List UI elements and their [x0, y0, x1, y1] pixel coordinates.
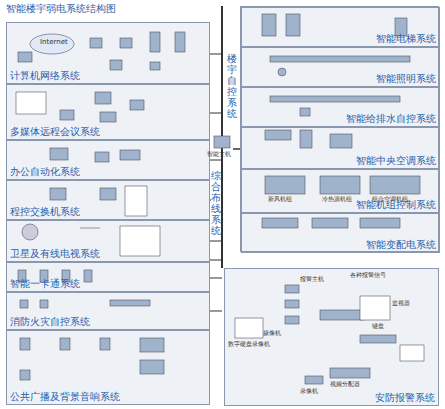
device-label: 摄像机	[263, 330, 281, 337]
system-panel: 计算机网络系统	[6, 22, 210, 84]
system-panel: 多媒体远程会议系统	[6, 84, 210, 140]
system-name: 智能照明系统	[376, 73, 436, 84]
system-name: 程控交换机系统	[10, 206, 80, 217]
system-panel: 卫星及有线电视系统	[6, 220, 210, 262]
system-name: 智能给排水自控系统	[346, 113, 436, 124]
device-label: 监视器	[392, 300, 410, 307]
system-name: 智能中央空调系统	[356, 155, 436, 166]
system-panel: 楼宇自控系统智能电梯系统智能照明系统智能给排水自控系统智能中央空调系统智能机组控…	[240, 6, 439, 252]
device-label: 综合布线系统	[211, 170, 221, 236]
host-device: 智能主机	[211, 134, 233, 164]
system-panel: 公共广播及背景音响系统	[6, 330, 210, 405]
device-label: 报警主机	[300, 276, 324, 283]
device-label: Internet	[40, 39, 68, 47]
system-name: 安防报警系统	[375, 392, 435, 403]
system-name: 楼宇自控系统	[227, 53, 237, 119]
system-name: 智能电梯系统	[376, 33, 436, 44]
device-label: 各种报警信号	[350, 272, 386, 279]
diagram-title: 智能楼宇弱电系统结构图	[6, 2, 116, 16]
system-panel: 智能照明系统	[241, 47, 440, 87]
system-name: 卫星及有线电视系统	[10, 248, 100, 259]
system-name: 计算机网络系统	[10, 70, 80, 81]
system-panel: 智能电梯系统	[241, 7, 440, 47]
system-panel: 程控交换机系统	[6, 180, 210, 220]
device-label: 键盘	[372, 323, 384, 330]
device-label: 组合空调机组	[372, 196, 408, 203]
device-label: 录像机	[300, 388, 318, 395]
system-panel: 办公自动化系统	[6, 140, 210, 180]
system-name: 消防火灾自控系统	[10, 316, 90, 327]
device-label: 数字硬盘录像机	[228, 341, 270, 348]
system-name: 智能变配电系统	[366, 239, 436, 250]
system-panel: 消防火灾自控系统	[6, 292, 210, 330]
device-label: 视频分配器	[330, 381, 360, 388]
connector	[221, 174, 223, 268]
system-name: 办公自动化系统	[10, 166, 80, 177]
connector	[233, 148, 240, 150]
device-label: 新风机组	[268, 196, 292, 203]
system-panel: 智能一卡通系统	[6, 262, 210, 292]
system-panel: 智能中央空调系统	[241, 127, 440, 169]
device-label: 冷热源机组	[322, 196, 352, 203]
system-name: 智能主机	[207, 151, 231, 158]
system-panel: 智能机组控制系统	[241, 169, 440, 213]
system-panel: 智能给排水自控系统	[241, 87, 440, 127]
system-panel: 智能变配电系统	[241, 213, 440, 253]
system-name: 智能一卡通系统	[10, 278, 80, 289]
system-name: 多媒体远程会议系统	[10, 126, 100, 137]
system-name: 公共广播及背景音响系统	[10, 391, 120, 402]
